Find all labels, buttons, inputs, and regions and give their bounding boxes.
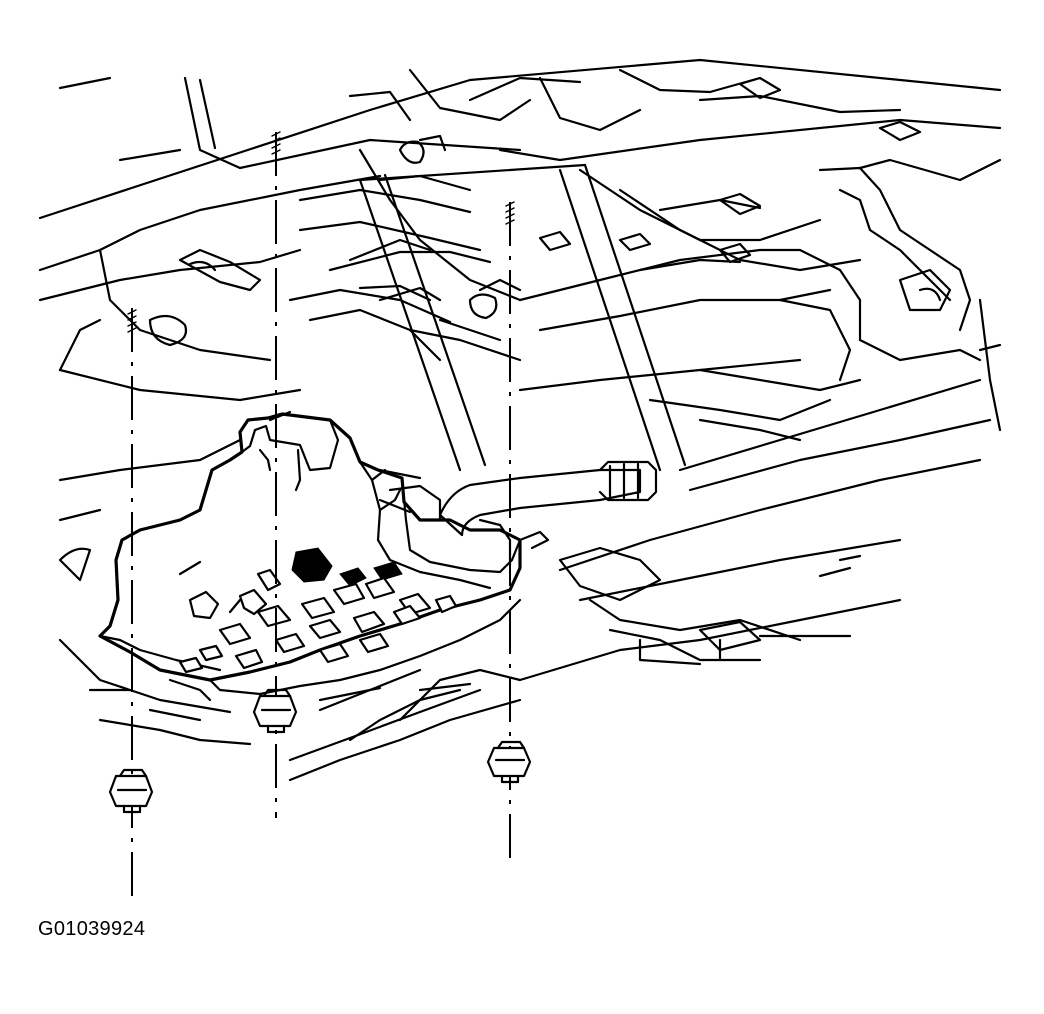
nut-icon	[108, 768, 154, 814]
vehicle-underbody-floor	[38, 58, 1002, 782]
fastener-guide-left	[127, 308, 137, 896]
nut-icon	[486, 740, 532, 784]
exhaust-pipe	[378, 460, 658, 537]
skid-shield	[98, 410, 550, 702]
figure-id-label: G01039924	[38, 918, 146, 940]
nut-icon	[252, 688, 298, 734]
